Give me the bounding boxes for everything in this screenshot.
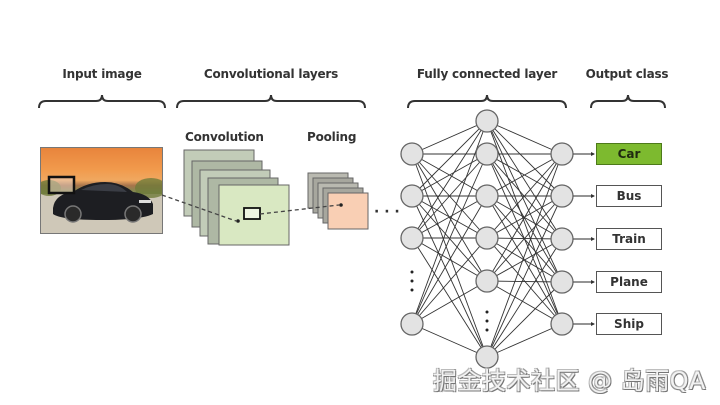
hidden-node <box>475 345 499 369</box>
watermark: 掘金技术社区 @ 岛雨QA <box>433 367 707 395</box>
output-arrowhead <box>591 237 595 241</box>
hidden-node <box>475 184 499 208</box>
connection-edge <box>411 153 488 239</box>
hidden-node <box>475 269 499 293</box>
input-node <box>400 184 424 208</box>
connection-edge <box>486 238 563 282</box>
output-arrowhead <box>591 322 595 326</box>
connection-edge <box>411 153 488 325</box>
section-label-input-image: Input image <box>62 67 142 81</box>
dashed-arrow-input-to-conv <box>161 194 237 222</box>
connection-edge <box>486 120 563 197</box>
connection-edge <box>411 120 488 325</box>
connection-edge <box>411 280 488 325</box>
output-arrowhead <box>591 194 595 198</box>
brace-output-class <box>590 94 666 109</box>
connection-edge <box>486 120 563 240</box>
connection-edge <box>486 281 563 358</box>
output-node <box>550 142 574 166</box>
connection-edge <box>486 195 563 358</box>
connection-edge <box>411 153 488 197</box>
input-window-box <box>47 175 76 195</box>
output-node <box>550 270 574 294</box>
output-class-car: Car <box>596 143 662 165</box>
connection-edge <box>411 237 488 325</box>
connection-edge <box>411 323 488 358</box>
output-class-bus: Bus <box>596 185 662 207</box>
vertical-ellipsis-dot <box>485 319 489 323</box>
input-node <box>400 312 424 336</box>
vertical-ellipsis-dot <box>485 328 489 332</box>
connection-edge <box>486 153 563 358</box>
output-arrowhead <box>591 280 595 284</box>
pool-feature-map-front <box>327 192 369 230</box>
brace-fully-connected-layer <box>407 94 567 109</box>
arrowhead-dot <box>339 203 343 207</box>
hidden-node <box>475 226 499 250</box>
connection-edge <box>411 120 488 197</box>
section-label-convolutional-layers: Convolutional layers <box>203 67 339 81</box>
input-node <box>400 226 424 250</box>
section-label-fully-connected-layer: Fully connected layer <box>416 67 558 81</box>
output-node <box>550 312 574 336</box>
hidden-node <box>475 109 499 133</box>
connection-edge <box>486 153 563 282</box>
conv-window-box <box>243 207 261 220</box>
sublabel-pooling: Pooling <box>307 130 357 144</box>
arrowhead-dot <box>236 219 240 223</box>
output-class-train: Train <box>596 228 662 250</box>
connection-edge <box>486 323 563 358</box>
connection-edge <box>486 120 563 283</box>
input-car-image <box>40 147 163 234</box>
connection-edge <box>411 195 488 325</box>
connection-edge <box>411 237 488 358</box>
brace-input-image <box>38 94 166 109</box>
connection-edge <box>411 120 488 155</box>
input-node <box>400 142 424 166</box>
output-node <box>550 184 574 208</box>
connection-edge <box>486 120 563 155</box>
connection-edge <box>411 195 488 239</box>
vertical-ellipsis-dot <box>410 279 414 283</box>
layer-ellipsis: · · · <box>374 204 400 220</box>
output-arrowhead <box>591 152 595 156</box>
connection-edge <box>486 280 563 325</box>
connection-edge <box>486 195 563 282</box>
vertical-ellipsis-dot <box>410 288 414 292</box>
connection-edge <box>486 237 563 325</box>
connection-edge <box>486 120 563 325</box>
vertical-ellipsis-dot <box>410 270 414 274</box>
vertical-ellipsis-dot <box>485 310 489 314</box>
section-label-output-class: Output class <box>585 67 669 81</box>
output-class-ship: Ship <box>596 313 662 335</box>
hidden-node <box>475 142 499 166</box>
connection-edge <box>486 280 563 283</box>
connection-edge <box>411 153 488 358</box>
connection-edge <box>411 120 488 239</box>
connection-edge <box>486 153 563 239</box>
connection-edge <box>411 195 488 358</box>
sublabel-convolution: Convolution <box>185 130 264 144</box>
output-class-plane: Plane <box>596 271 662 293</box>
car-illustration <box>41 178 162 233</box>
output-node <box>550 227 574 251</box>
connection-edge <box>486 238 563 358</box>
connection-edge <box>486 153 563 197</box>
brace-convolutional-layers <box>176 94 366 109</box>
dashed-arrow-conv-to-pool <box>259 204 340 215</box>
